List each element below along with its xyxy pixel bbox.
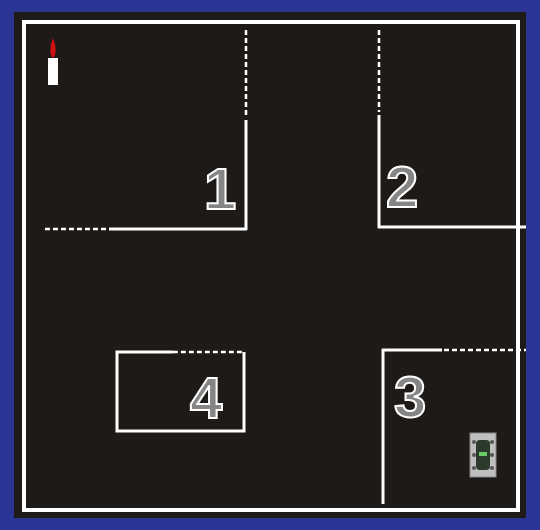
room-box: 4 xyxy=(117,352,244,431)
room-outline xyxy=(117,352,244,431)
room-number: 2 xyxy=(386,158,418,216)
room-walls xyxy=(109,115,526,504)
arena-floor xyxy=(14,12,526,518)
room-number: 1 xyxy=(204,160,236,218)
candle xyxy=(48,38,58,85)
doorways xyxy=(45,30,526,350)
robot xyxy=(470,433,496,477)
room-number: 3 xyxy=(394,368,426,426)
room-number: 4 xyxy=(190,369,222,427)
arena-wall xyxy=(24,22,518,510)
